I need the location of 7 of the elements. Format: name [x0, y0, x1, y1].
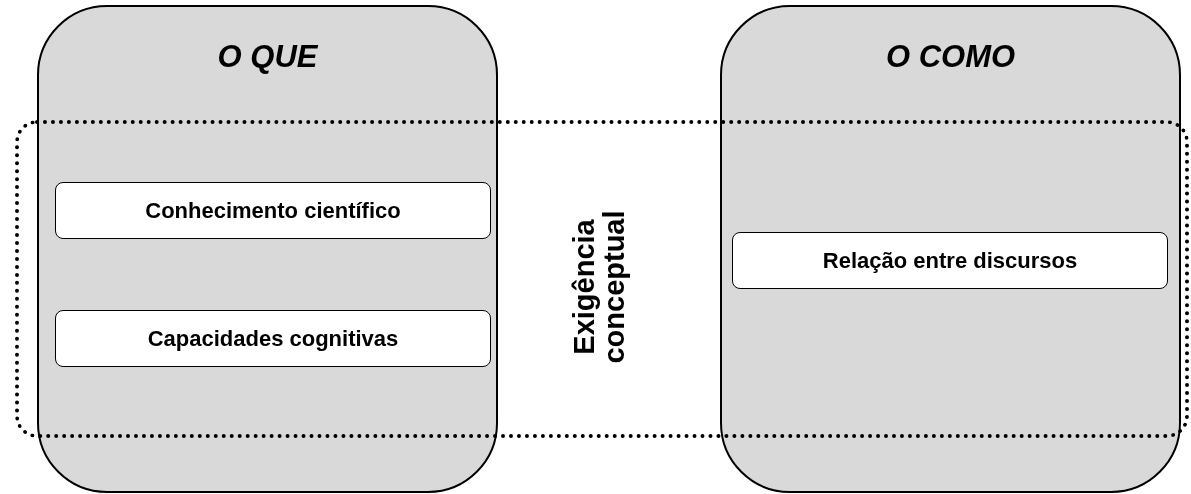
concept-box: Relação entre discursos: [732, 232, 1168, 289]
category-panel: [720, 5, 1181, 493]
concept-box: Capacidades cognitivas: [55, 310, 491, 367]
concept-box: Conhecimento científico: [55, 182, 491, 239]
panel-heading: O QUE: [217, 39, 318, 75]
rotated-label: Exigência conceptual: [569, 209, 629, 366]
panel-heading: O COMO: [885, 39, 1016, 75]
